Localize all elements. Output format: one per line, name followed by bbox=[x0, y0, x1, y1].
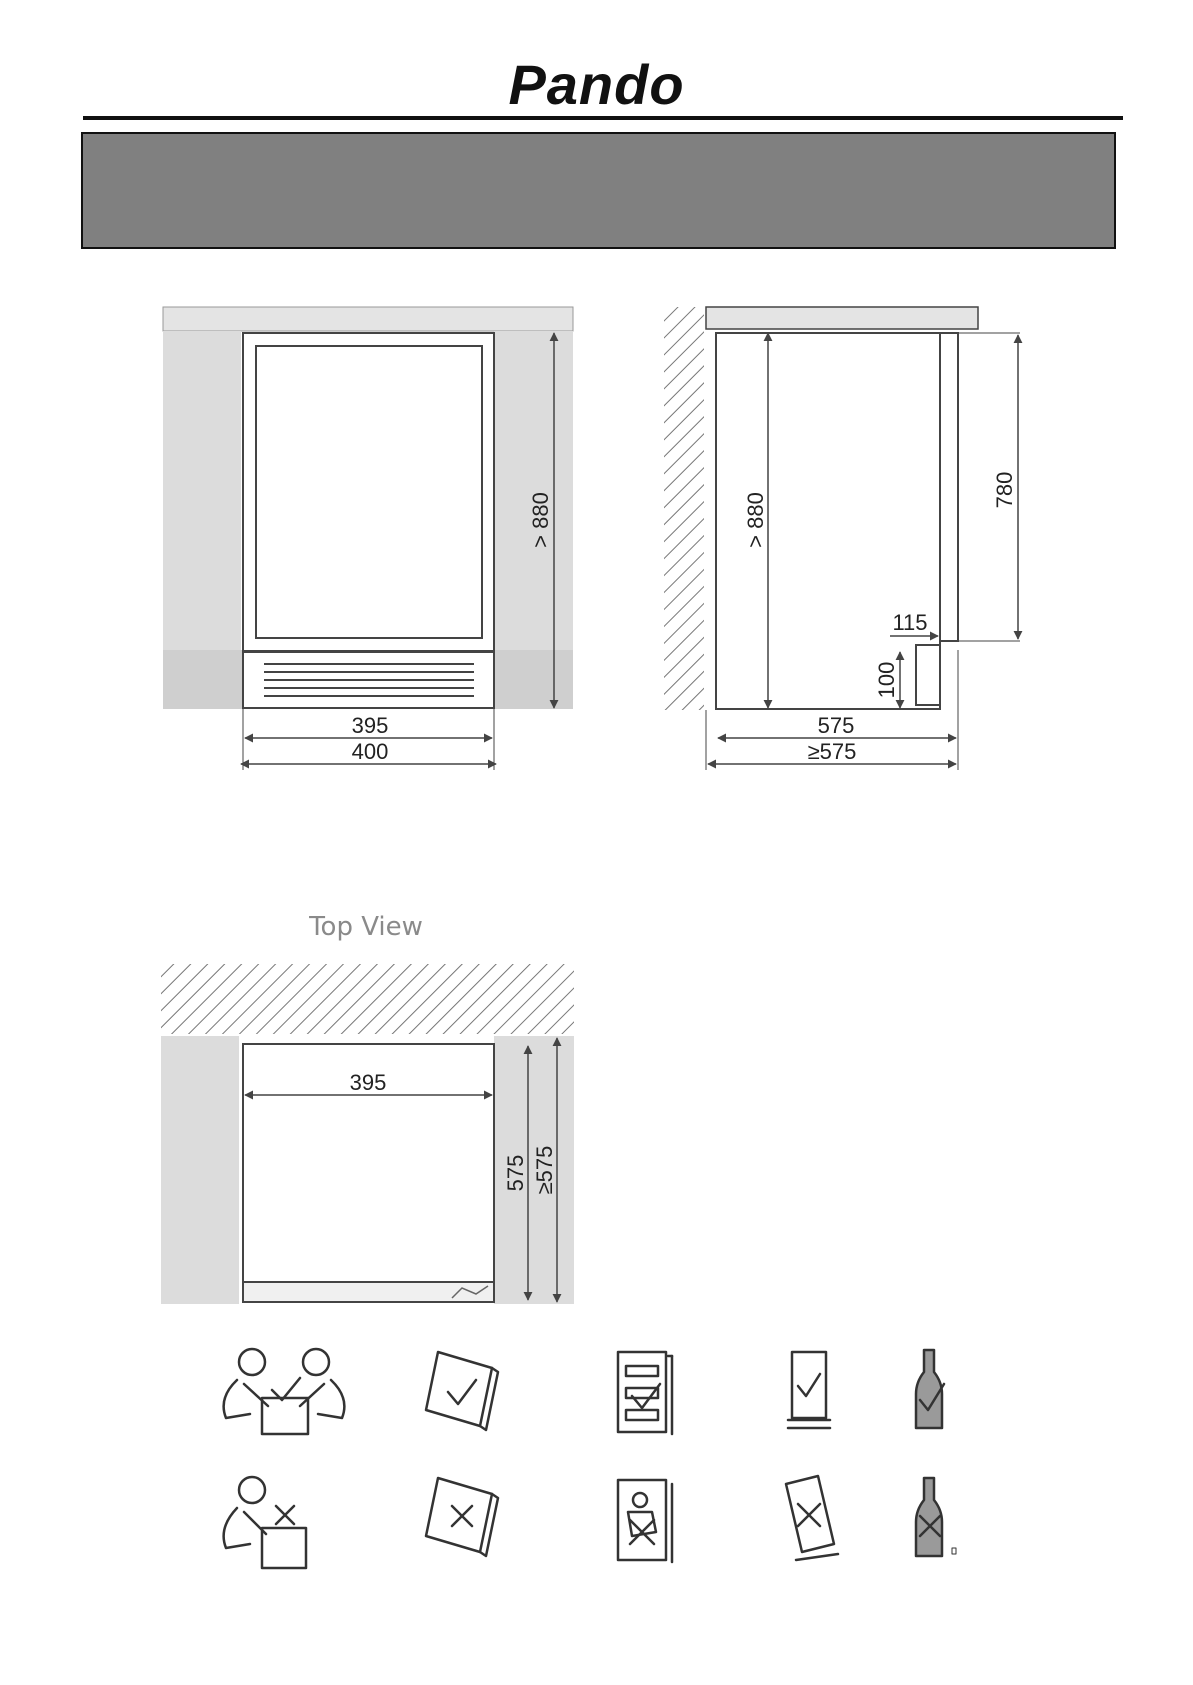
top-door-edge bbox=[242, 1281, 495, 1303]
brand-logo: Pando bbox=[508, 53, 685, 116]
two-person-lift-check-icon bbox=[222, 1347, 346, 1436]
front-countertop bbox=[162, 306, 574, 332]
top-depth-label: 575 bbox=[503, 1155, 528, 1192]
side-kickplate bbox=[915, 644, 941, 706]
side-wall-hatch bbox=[664, 307, 704, 710]
manual-cross-icon bbox=[424, 1476, 500, 1558]
bottle-cross-icon bbox=[914, 1476, 957, 1558]
front-inner-width-label: 395 bbox=[352, 713, 389, 738]
side-door-height-label: 780 bbox=[992, 472, 1017, 509]
shelves-check-icon bbox=[616, 1350, 674, 1436]
side-view: > 880 780 115 100 575 ≥575 bbox=[664, 306, 1023, 770]
top-width-label: 395 bbox=[350, 1070, 387, 1095]
side-niche-depth-label: ≥575 bbox=[808, 739, 857, 764]
side-height-label: > 880 bbox=[743, 492, 768, 548]
top-niche-depth-label: ≥575 bbox=[532, 1146, 557, 1195]
front-outer-width-label: 400 bbox=[352, 739, 389, 764]
top-view-title: Top View bbox=[308, 912, 423, 942]
top-hinge-detail bbox=[451, 1285, 489, 1299]
upright-cabinet-check-icon bbox=[786, 1350, 832, 1430]
side-top-gap-label: 115 bbox=[892, 610, 927, 635]
manual-check-icon bbox=[424, 1350, 500, 1432]
side-countertop bbox=[705, 306, 979, 330]
side-door-profile bbox=[939, 332, 959, 642]
header-rule bbox=[83, 116, 1123, 120]
top-view: Top View 395 575 ≥575 bbox=[161, 912, 574, 1304]
front-glass-door bbox=[255, 345, 483, 639]
overload-cross-icon bbox=[616, 1478, 674, 1564]
one-person-lift-cross-icon bbox=[222, 1475, 308, 1570]
top-left-cabinet bbox=[161, 1036, 239, 1304]
front-right-cabinet bbox=[494, 331, 573, 709]
top-appliance-body bbox=[242, 1043, 495, 1283]
front-view: > 880 395 400 bbox=[162, 306, 574, 770]
front-vent-grille bbox=[264, 663, 474, 697]
do-icons-row bbox=[222, 1347, 946, 1436]
top-wall-hatch bbox=[161, 964, 574, 1034]
side-depth-label: 575 bbox=[818, 713, 855, 738]
bottle-check-icon bbox=[914, 1348, 946, 1430]
front-left-cabinet bbox=[163, 331, 241, 709]
tilted-cabinet-cross-icon bbox=[784, 1474, 840, 1562]
side-plinth-label: 100 bbox=[874, 662, 899, 699]
front-height-label: > 880 bbox=[528, 492, 553, 548]
header-band bbox=[81, 132, 1116, 249]
dont-icons-row bbox=[222, 1474, 957, 1570]
